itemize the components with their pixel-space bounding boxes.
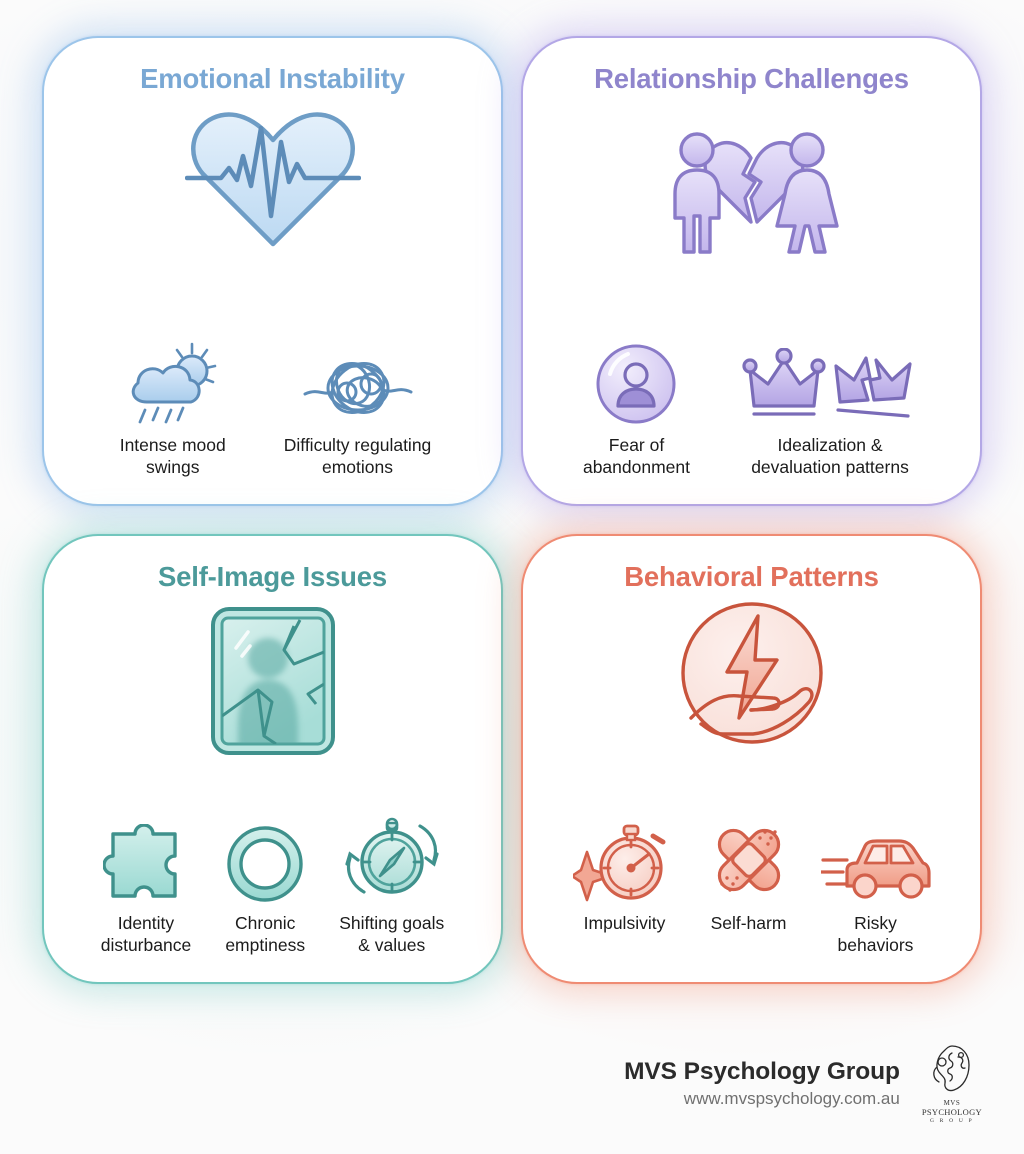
items-row: Intense mood swings	[44, 334, 501, 504]
brand-name: MVS Psychology Group	[624, 1058, 900, 1085]
hero-icon-heartbeat-heart	[184, 102, 361, 254]
item-difficulty-regulating-emotions: Difficulty regulating emotions	[283, 334, 432, 478]
item-icon-wrap	[125, 334, 221, 426]
item-label: Fear of abandonment	[582, 434, 691, 477]
item-idealization-devaluation: Idealization & devaluation patterns	[740, 334, 920, 478]
item-shifting-goals-values: Shifting goals & values	[339, 812, 444, 956]
items-row: Fear of abandonment	[523, 334, 980, 504]
items-row: Identity disturbance	[44, 812, 501, 982]
mvs-face-logo-icon	[933, 1045, 970, 1092]
hero-icon-broken-heart-couple	[647, 94, 857, 266]
item-chronic-emptiness: Chronic emptiness	[223, 812, 307, 956]
item-label: Difficulty regulating emotions	[283, 434, 432, 477]
speeding-car-icon	[820, 839, 931, 899]
item-icon-wrap	[820, 812, 931, 904]
card-emotional-instability: Emotional Instability	[42, 36, 503, 506]
item-icon-wrap	[594, 334, 678, 426]
item-icon-wrap	[303, 334, 413, 426]
brand-text: MVS Psychology Group www.mvspsychology.c…	[624, 1058, 900, 1109]
item-label: Impulsivity	[583, 912, 666, 933]
hero-icon-lightning-hand	[677, 598, 827, 748]
empty-ring-icon	[227, 826, 303, 902]
tangled-scribble-icon	[303, 361, 413, 414]
broken-mirror-icon	[210, 607, 335, 756]
cards-grid: Emotional Instability	[42, 36, 982, 984]
card-relationship-challenges: Relationship Challenges	[521, 36, 982, 506]
item-risky-behaviors: Risky behaviors	[820, 812, 931, 956]
item-label: Intense mood swings	[119, 434, 226, 477]
item-icon-wrap	[740, 334, 920, 426]
card-title: Behavioral Patterns	[624, 561, 879, 592]
logo-line-1: MVS	[943, 1099, 961, 1107]
footer-branding: MVS Psychology Group www.mvspsychology.c…	[624, 1043, 982, 1124]
item-icon-wrap	[705, 812, 793, 904]
logo-line-3: G R O U P	[929, 1118, 974, 1124]
rain-cloud-sun-icon	[131, 342, 217, 424]
puzzle-piece-icon	[102, 823, 177, 898]
items-row: Impulsivity	[523, 812, 980, 982]
logo-line-2: PSYCHOLOGY	[921, 1107, 982, 1117]
item-icon-wrap	[572, 812, 677, 904]
broken-heart-couple-icon	[672, 132, 839, 254]
card-self-image-issues: Self-Image Issues	[42, 534, 503, 984]
item-label: Identity disturbance	[100, 912, 192, 955]
crowns-icon	[742, 347, 912, 418]
item-label: Self-harm	[710, 912, 787, 933]
heartbeat-heart-icon	[184, 112, 361, 247]
person-bubble-icon	[596, 344, 676, 424]
card-title: Emotional Instability	[140, 63, 405, 94]
stopwatch-sparkle-icon	[572, 824, 665, 902]
card-title: Self-Image Issues	[158, 561, 387, 592]
item-icon-wrap	[223, 812, 307, 904]
logo: MVS PSYCHOLOGY G R O U P	[922, 1043, 982, 1124]
item-self-harm: Self-harm	[705, 812, 793, 934]
item-label: Idealization & devaluation patterns	[751, 434, 909, 477]
item-identity-disturbance: Identity disturbance	[101, 812, 191, 956]
brand-url[interactable]: www.mvspsychology.com.au	[683, 1089, 900, 1108]
item-label: Shifting goals & values	[339, 912, 445, 955]
item-icon-wrap	[102, 812, 189, 904]
item-impulsivity: Impulsivity	[572, 812, 677, 934]
item-intense-mood-swings: Intense mood swings	[120, 334, 226, 478]
compass-icon	[345, 817, 439, 894]
crossed-bandaids-icon	[717, 828, 780, 892]
card-title: Relationship Challenges	[594, 63, 909, 94]
item-label: Risky behaviors	[837, 912, 914, 955]
lightning-hand-icon	[680, 602, 823, 744]
item-icon-wrap	[340, 812, 444, 904]
card-behavioral-patterns: Behavioral Patterns	[521, 534, 982, 984]
item-fear-of-abandonment: Fear of abandonment	[583, 334, 690, 478]
hero-icon-broken-mirror	[210, 606, 336, 756]
item-label: Chronic emptiness	[225, 912, 306, 955]
